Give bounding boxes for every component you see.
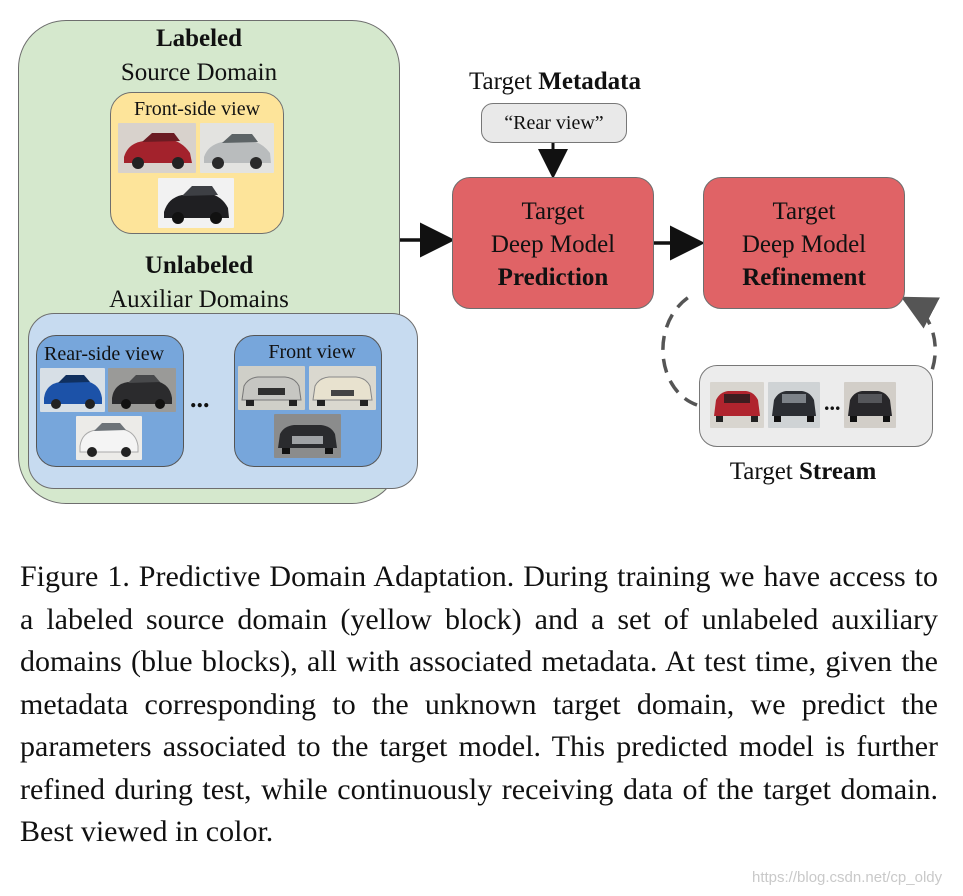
front-view-label: Front view	[268, 341, 356, 363]
target-metadata-title: Target Metadata	[468, 68, 642, 95]
refinement-line3: Refinement	[742, 264, 866, 291]
unlabeled-title: Unlabeled	[144, 252, 254, 279]
more-domains-ellipsis: ...	[190, 384, 210, 413]
diagram-connectors	[400, 142, 940, 407]
car-image	[118, 123, 196, 173]
prediction-line3: Prediction	[497, 264, 609, 291]
car-image	[158, 178, 234, 228]
car-image	[200, 123, 274, 173]
car-image	[768, 382, 820, 428]
refinement-model-box: Target Deep Model Refinement	[703, 177, 905, 309]
front-side-view-label: Front-side view	[133, 98, 261, 120]
watermark: https://blog.csdn.net/cp_oldy	[752, 869, 943, 886]
car-image	[76, 416, 142, 460]
refinement-line2: Deep Model	[741, 231, 867, 258]
prediction-model-box: Target Deep Model Prediction	[452, 177, 654, 309]
car-image	[40, 368, 105, 412]
car-image	[844, 382, 896, 428]
car-image	[710, 382, 764, 428]
car-image	[274, 414, 341, 458]
car-image	[238, 366, 305, 410]
refinement-line1: Target	[772, 198, 836, 225]
labeled-title: Labeled	[155, 25, 243, 52]
car-image	[309, 366, 376, 410]
car-image	[108, 368, 176, 412]
stream-left-dashed-arc	[661, 293, 698, 407]
auxiliar-domains-title: Auxiliar Domains	[109, 286, 289, 313]
rear-side-view-label: Rear-side view	[44, 343, 165, 365]
stream-ellipsis: ...	[824, 390, 841, 415]
prediction-line2: Deep Model	[490, 231, 616, 258]
prediction-line1: Target	[521, 198, 585, 225]
figure-caption: Figure 1. Predictive Domain Adaptation. …	[20, 560, 938, 848]
metadata-value-box: “Rear view”	[481, 103, 627, 143]
target-stream-title: Target Stream	[729, 458, 877, 485]
source-domain-title: Source Domain	[120, 59, 278, 86]
